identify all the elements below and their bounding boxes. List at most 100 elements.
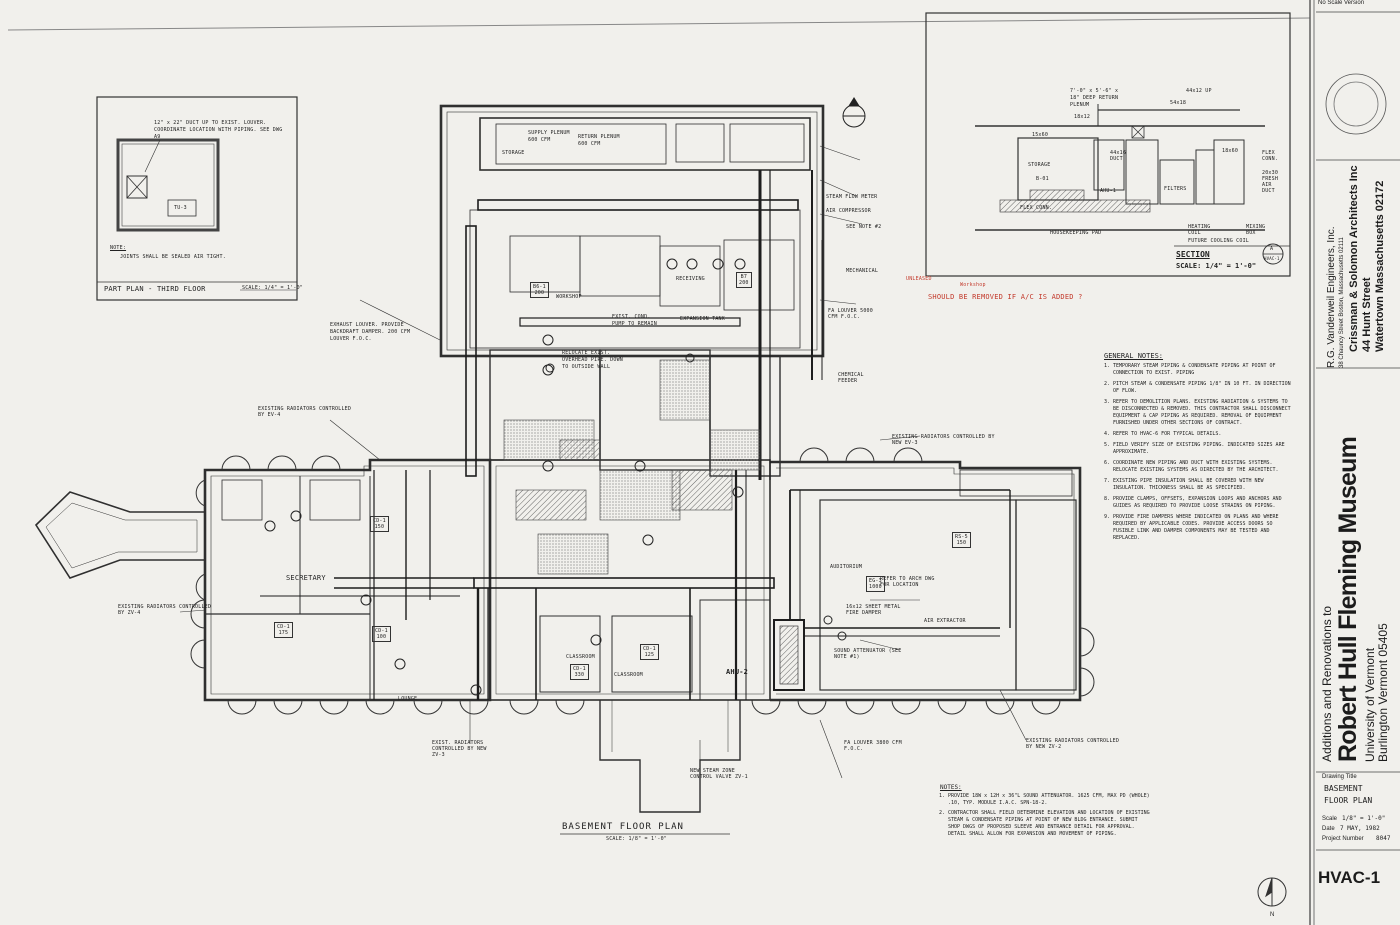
tb-engineer-address: 38 Chauncy Street Boston, Massachusetts … xyxy=(1339,237,1345,368)
part-plan-scale: SCALE: 1/4" = 1'-0" xyxy=(242,285,303,291)
tb-date-value: 7 MAY, 1982 xyxy=(1340,825,1380,832)
label-existing-radiators-ev3: EXISTING RADIATORS CONTROLLED BY NEW EV-… xyxy=(892,434,995,446)
general-note-item: PROVIDE CLAMPS, OFFSETS, EXPANSION LOOPS… xyxy=(1113,496,1294,510)
label-workshop: WORKSHOP xyxy=(556,294,582,300)
red-note-unleased: UNLEASED xyxy=(906,276,932,282)
bottom-notes-title: NOTES: xyxy=(940,784,962,791)
label-classroom-1: CLASSROOM xyxy=(566,654,595,660)
tb-project-name: Robert Hull Fleming Museum xyxy=(1334,436,1362,762)
label-new-steam-zone: NEW STEAM ZONE CONTROL VALVE ZV-1 xyxy=(690,768,748,780)
room-tag-num: EG-3 xyxy=(869,578,882,584)
room-tag: CD-1 125 xyxy=(640,644,659,660)
tb-architect: Crissman & Solomon Architects Inc xyxy=(1348,165,1360,352)
label-sheet-metal-fire-damper: 16x12 SHEET METAL FIRE DAMPER xyxy=(846,604,901,616)
part-plan-title: PART PLAN - THIRD FLOOR xyxy=(104,285,206,293)
label-existing-radiators-left: EXISTING RADIATORS CONTROLLED BY ZV-4 xyxy=(118,604,212,616)
general-note-item: REFER TO DEMOLITION PLANS. EXISTING RADI… xyxy=(1113,399,1294,427)
room-tag: CD-1 100 xyxy=(372,626,391,642)
section-future-cooling-coil: FUTURE COOLING COIL xyxy=(1188,238,1249,244)
label-classroom-2: CLASSROOM xyxy=(614,672,643,678)
room-tag-cfm: 330 xyxy=(574,672,585,678)
section-storage: STORAGE xyxy=(1028,162,1051,168)
room-tag: RS-5 150 xyxy=(952,532,971,548)
tb-scale-label: Scale xyxy=(1322,816,1338,822)
room-tag: B7 200 xyxy=(736,272,752,288)
label-return-plenum: RETURN PLENUM 600 CFM xyxy=(578,134,620,147)
general-note-item: PROVIDE FIRE DAMPERS WHERE INDICATED ON … xyxy=(1113,514,1294,542)
label-secretary: SECRETARY xyxy=(286,574,326,582)
general-notes-title: GENERAL NOTES: xyxy=(1104,352,1164,360)
section-filters: FILTERS xyxy=(1164,186,1187,192)
section-housekeeping-pad: HOUSEKEEPING PAD xyxy=(1050,230,1102,236)
room-tag-cfm: 175 xyxy=(278,630,289,636)
room-tag: EG-3 1000 xyxy=(866,576,885,592)
section-fresh-air-duct: 20x30 FRESH AIR DUCT xyxy=(1262,170,1279,194)
room-tag-cfm: 150 xyxy=(956,540,967,546)
tb-engineer: R.G. Vanderweil Engineers, Inc. xyxy=(1326,226,1337,368)
hatched-areas xyxy=(503,359,761,575)
label-chemical-feeder: CHEMICAL FEEDER xyxy=(838,372,864,384)
general-note-item: EXISTING PIPE INSULATION SHALL BE COVERE… xyxy=(1113,478,1294,492)
part-plan-box xyxy=(96,96,298,301)
label-relocate-exist: RELOCATE EXIST. OVERHEAD PIPE. DOWN TO O… xyxy=(562,350,623,370)
section-duct-44x12-up: 44x12 UP xyxy=(1186,88,1212,94)
label-auditorium: AUDITORIUM xyxy=(830,564,863,570)
bottom-notes-list: PROVIDE 18W x 12H x 36"L SOUND ATTENUATO… xyxy=(940,793,1150,838)
room-tag-num: B6-1 xyxy=(533,284,546,290)
section-box xyxy=(925,12,1291,277)
label-sound-attenuator: SOUND ATTENUATOR (SEE NOTE #1) xyxy=(834,648,902,660)
general-note-item: COORDINATE NEW PIPING AND DUCT WITH EXIS… xyxy=(1113,460,1294,474)
label-supply-plenum: SUPPLY PLENUM 600 CFM xyxy=(528,130,570,143)
room-tag-num: CD-1 xyxy=(375,628,388,634)
part-plan-annotation: 12" x 22" DUCT UP TO EXIST. LOUVER. COOR… xyxy=(154,120,283,140)
general-note-item: REFER TO HVAC-6 FOR TYPICAL DETAILS. xyxy=(1113,431,1294,438)
general-note-item: FIELD VERIFY SIZE OF EXISTING PIPING. IN… xyxy=(1113,442,1294,456)
label-ahu2: AHU-2 xyxy=(726,668,749,676)
label-receiving: RECEIVING xyxy=(676,276,705,282)
room-tag: B6-1 200 xyxy=(530,282,549,298)
leader-lines xyxy=(179,145,1027,779)
section-mixing-box: MIXING BOX xyxy=(1246,224,1266,236)
ductwork xyxy=(260,170,1011,700)
tb-scale-value: 1/8" = 1'-0" xyxy=(1342,815,1386,822)
tb-date-label: Date xyxy=(1322,826,1335,832)
room-tag-cfm: 1000 xyxy=(869,584,882,590)
red-note-removed: SHOULD BE REMOVED IF A/C IS ADDED ? xyxy=(928,293,1083,301)
section-scale: SCALE: 1/4" = 1'-0" xyxy=(1176,262,1257,270)
section-duct-18x12: 18x12 xyxy=(1074,114,1091,120)
tb-project-number: 8047 xyxy=(1376,835,1391,842)
label-storage: STORAGE xyxy=(502,150,525,156)
tb-project-number-label: Project Number xyxy=(1322,836,1364,842)
room-tag-num: RS-5 xyxy=(955,534,968,540)
general-note-item: TEMPORARY STEAM PIPING & CONDENSATE PIPI… xyxy=(1113,363,1294,377)
title-block-frame xyxy=(1316,11,1400,851)
tb-drawing-title-1: BASEMENT xyxy=(1324,784,1363,793)
tb-architect-street: 44 Hunt Street xyxy=(1361,277,1373,352)
section-heating-coil: HEATING COIL xyxy=(1188,224,1211,236)
room-tag-num: CD-1 xyxy=(373,518,386,524)
section-return-plenum: 7'-0" x 5'-6" x 18" DEEP RETURN PLENUM xyxy=(1070,88,1119,108)
label-existing-radiators-ev4: EXISTING RADIATORS CONTROLLED BY EV-4 xyxy=(258,406,352,418)
room-tag-num: CD-1 xyxy=(573,666,586,672)
room-tag-cfm: 200 xyxy=(534,290,545,296)
building-outline xyxy=(34,104,1082,813)
label-see-note2: SEE NOTE #2 xyxy=(846,224,882,230)
section-title: SECTION xyxy=(1176,250,1210,259)
section-flex-conn-right: FLEX CONN. xyxy=(1262,150,1279,162)
tb-drawing-title-label: Drawing Title xyxy=(1322,774,1357,780)
room-tag-cfm: 100 xyxy=(376,634,387,640)
section-duct-44x16: 44x16 DUCT xyxy=(1110,150,1127,162)
part-plan-note: JOINTS SHALL BE SEALED AIR TIGHT. xyxy=(120,254,226,260)
tb-architect-city: Watertown Massachusetts 02172 xyxy=(1374,180,1386,352)
tb-sheet-number: HVAC-1 xyxy=(1318,868,1381,887)
general-notes-list: TEMPORARY STEAM PIPING & CONDENSATE PIPI… xyxy=(1104,363,1294,542)
section-duct-15x60: 15x60 xyxy=(1032,132,1049,138)
label-steam-flow-meter: STEAM FLOW METER xyxy=(826,194,878,200)
section-storage-num: B-01 xyxy=(1036,176,1049,182)
part-plan-note-title: NOTE: xyxy=(110,245,127,251)
label-existing-radiators-ev2: EXISTING RADIATORS CONTROLLED BY NEW ZV-… xyxy=(1026,738,1120,750)
bottom-note-item: PROVIDE 18W x 12H x 36"L SOUND ATTENUATO… xyxy=(948,793,1150,807)
tb-client-city: Burlington Vermont 05405 xyxy=(1376,623,1390,762)
